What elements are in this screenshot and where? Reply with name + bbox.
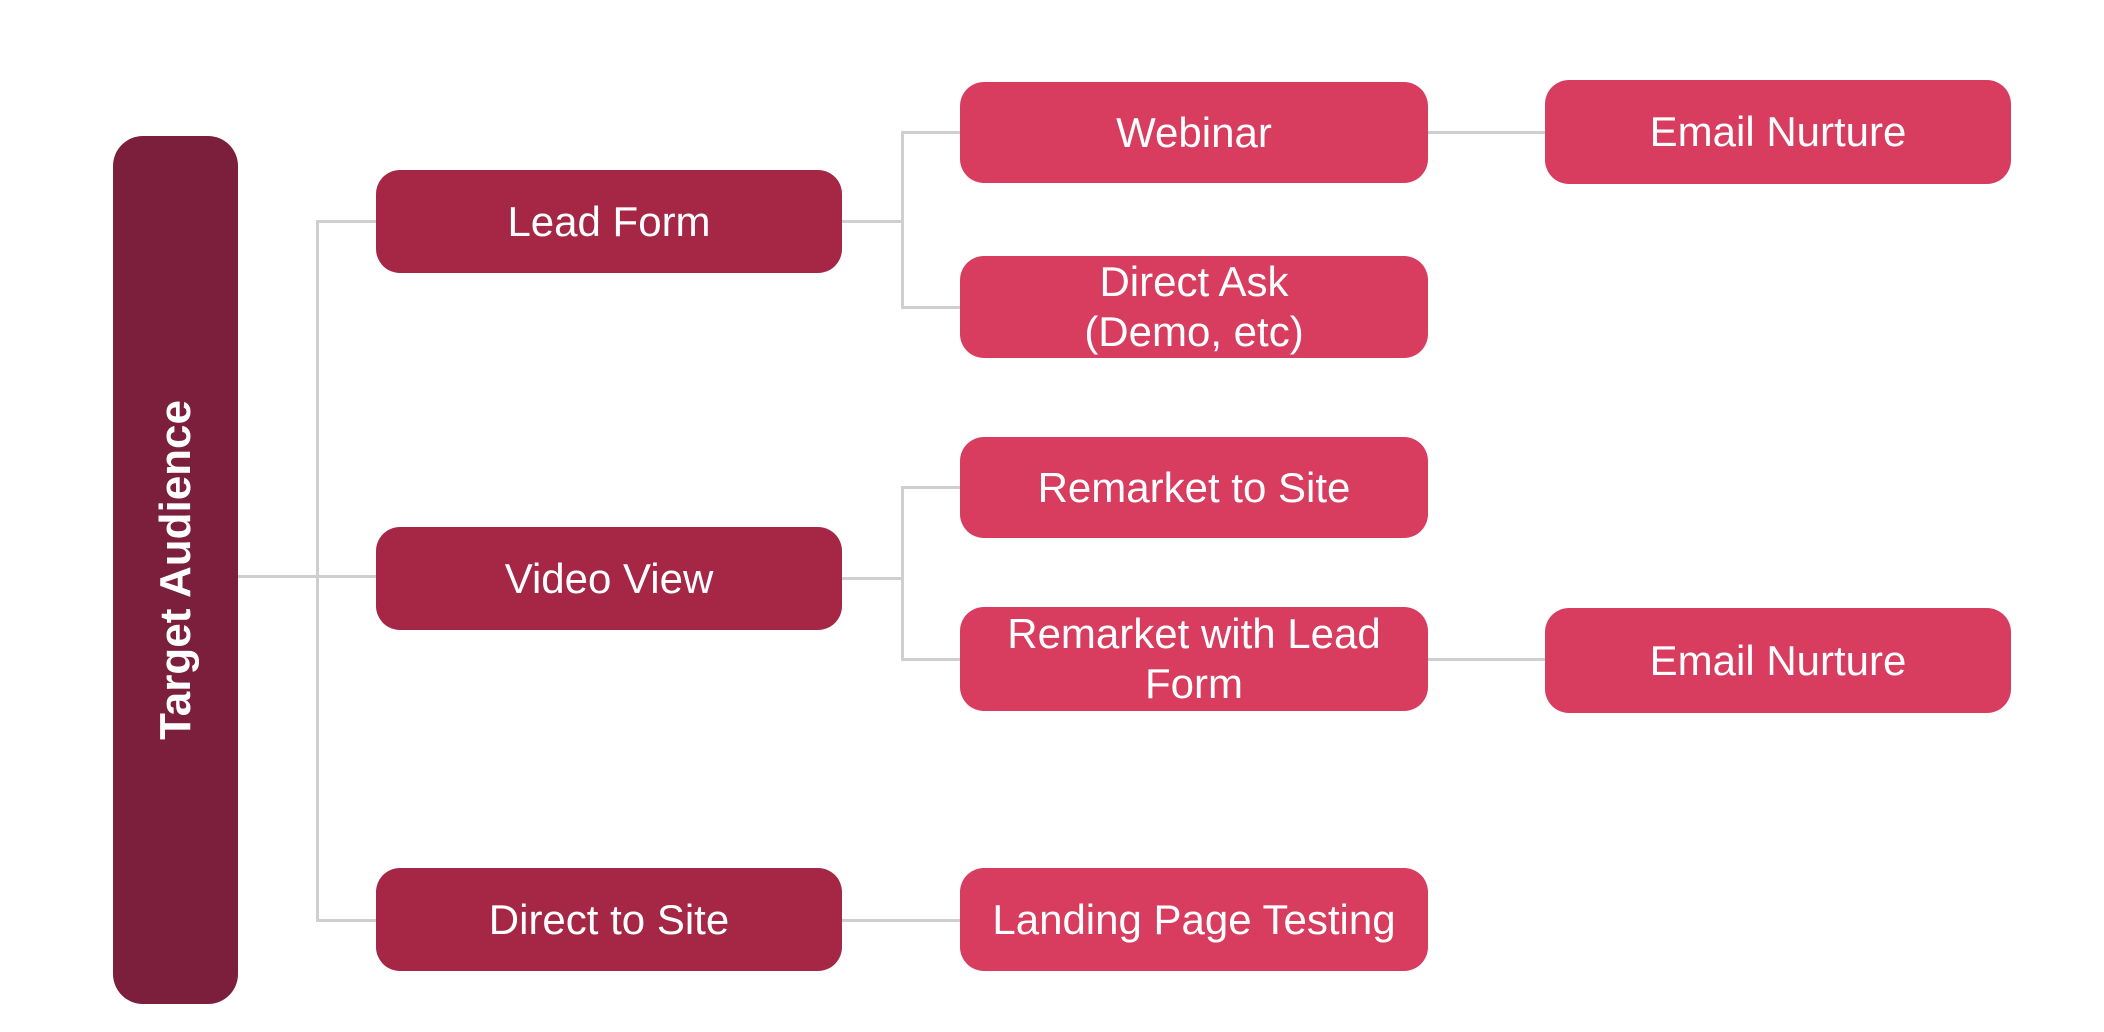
connector-target-audience-trunk [238,575,377,578]
node-lead-form-label: Lead Form [507,197,711,245]
node-lead-form: Lead Form [376,170,842,273]
node-webinar: Webinar [960,82,1428,183]
node-email-nurture-top-label: Email Nurture [1649,108,1907,156]
node-target-audience: Target Audience [113,136,238,1004]
node-landing-page-testing-label: Landing Page Testing [992,895,1396,943]
connector-level1-spine [316,220,319,922]
node-direct-to-site: Direct to Site [376,868,842,971]
node-landing-page-testing: Landing Page Testing [960,868,1428,971]
node-direct-ask-line2: (Demo, etc) [1084,308,1304,355]
connector-video-view-trunk [841,577,902,580]
node-email-nurture-bottom: Email Nurture [1545,608,2011,713]
node-direct-ask-label: Direct Ask (Demo, etc) [1084,257,1303,356]
node-video-view: Video View [376,527,842,630]
node-direct-ask-line1: Direct Ask [1099,258,1289,306]
node-remarket-with-lead-form-line2: Form [1144,660,1243,707]
node-direct-ask: Direct Ask (Demo, etc) [960,256,1428,358]
node-target-audience-label: Target Audience [150,400,200,740]
connector-video-view-spine [901,486,904,661]
node-email-nurture-top: Email Nurture [1545,80,2011,184]
node-video-view-label: Video View [504,554,714,602]
connector-direct-to-site-to-landing-page [841,919,961,922]
connector-to-direct-to-site [316,919,377,922]
node-remarket-to-site: Remarket to Site [960,437,1428,538]
connector-to-remarket-to-site [901,486,961,489]
node-remarket-with-lead-form: Remarket with Lead Form [960,607,1428,711]
node-direct-to-site-label: Direct to Site [488,895,730,943]
connector-lead-form-spine [901,131,904,309]
connector-to-direct-ask [901,306,961,309]
connector-webinar-to-email-nurture [1428,131,1546,134]
node-email-nurture-bottom-label: Email Nurture [1649,636,1907,684]
connector-remarket-to-email-nurture [1428,658,1546,661]
node-remarket-with-lead-form-line1: Remarket with Lead [1007,610,1381,658]
node-remarket-with-lead-form-label: Remarket with Lead Form [1007,609,1381,708]
connector-to-remarket-with-lead-form [901,658,961,661]
node-webinar-label: Webinar [1116,108,1272,156]
connector-lead-form-trunk [841,220,902,223]
connector-to-lead-form [316,220,377,223]
node-remarket-to-site-label: Remarket to Site [1037,463,1351,511]
connector-to-webinar [901,131,961,134]
